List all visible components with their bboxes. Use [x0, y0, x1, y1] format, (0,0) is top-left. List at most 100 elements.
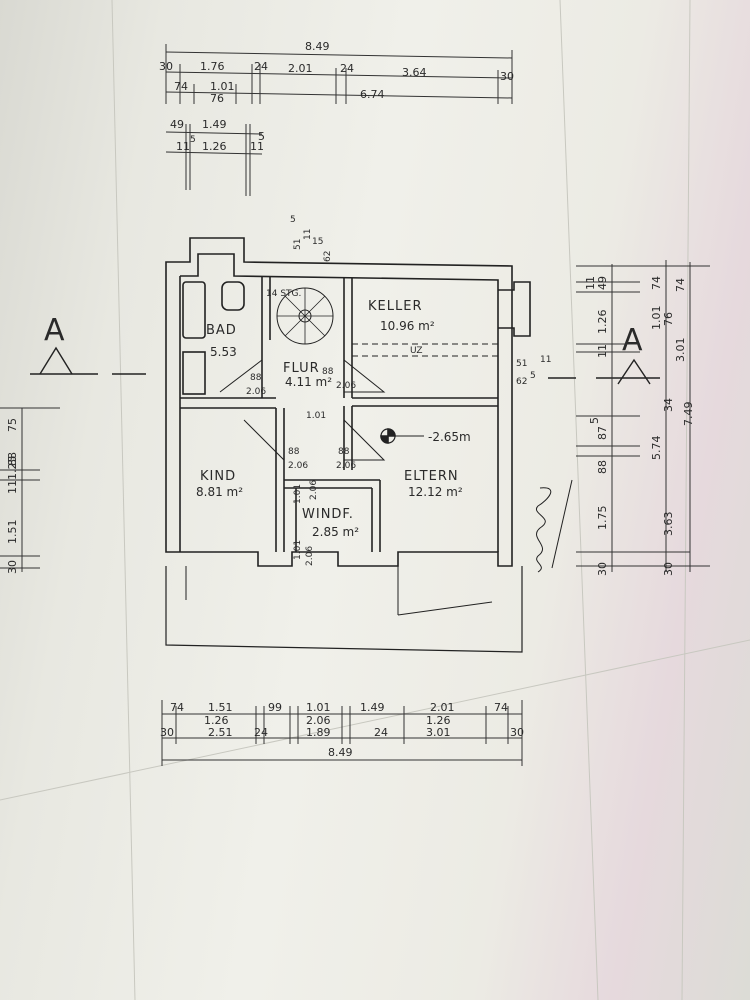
room-flur-area: 4.11 m²: [285, 375, 332, 389]
misc-dim-6: 62: [516, 377, 527, 387]
dim-top-r5-0: 11: [176, 140, 190, 153]
right-dim-7: 5.74: [650, 436, 663, 461]
top-dimension-texts: 8.49 30 1.76 24 2.01 24 3.64 30 74 1.01 …: [159, 40, 514, 153]
dim-top-r2-5: 3.64: [402, 66, 427, 79]
left-dim-4: 1.51: [6, 520, 19, 545]
dim-top-r2-1: 1.76: [200, 60, 225, 73]
dim-top-r5-2: 1.26: [202, 140, 227, 153]
misc-dim-4: 2.06: [305, 546, 315, 566]
dim-bot-r2-0: 1.26: [204, 714, 229, 727]
right-dim-16: 49: [596, 276, 609, 290]
room-kind-name: KIND: [200, 469, 236, 484]
stair-label: 14 STG.: [266, 289, 301, 299]
room-eltern-area: 12.12 m²: [408, 485, 463, 499]
right-dim-2: 74: [674, 278, 687, 292]
dim-bot-r1-0: 74: [170, 701, 184, 714]
door-label-7: 2.06: [336, 461, 356, 471]
section-mark-letters: A A: [44, 313, 643, 358]
room-bad-area: 5.53: [210, 345, 237, 359]
dim-bot-r3-5: 3.01: [426, 726, 451, 739]
dim-bot-r1-5: 2.01: [430, 701, 455, 714]
misc-dim-3: 1.01: [293, 540, 303, 560]
left-dim-2: 1.25: [6, 456, 19, 481]
dim-top-r2-6: 30: [500, 70, 514, 83]
bottom-dimension-texts: 74 1.51 99 1.01 1.49 2.01 74 1.26 2.06 1…: [160, 701, 524, 759]
right-dim-0: 74: [650, 276, 663, 290]
misc-dim-2: 2.06: [309, 480, 319, 500]
door-label-3: 2.06: [336, 381, 356, 391]
dim-bot-r1-3: 1.01: [306, 701, 331, 714]
right-dim-6: 34: [662, 398, 675, 412]
dim-top-r2-0: 30: [159, 60, 173, 73]
section-mark-right: A: [622, 323, 643, 358]
right-dimension-lines: [576, 260, 710, 572]
room-keller-name: KELLER: [368, 299, 422, 314]
dim-top-r5-1: 5: [190, 135, 196, 145]
door-labels: 88 2.06 88 2.06 88 2.06 88 2.06: [246, 367, 356, 471]
stair-dim-2: 11: [303, 229, 313, 240]
dim-top-r2-2: 24: [254, 60, 268, 73]
misc-dim-1: 1.01: [293, 484, 303, 504]
stair-dim-0: 5: [290, 215, 296, 225]
room-kind-area: 8.81 m²: [196, 485, 243, 499]
dim-bot-r1-4: 1.49: [360, 701, 385, 714]
room-windf-area: 2.85 m²: [312, 525, 359, 539]
dim-top-r4-2: 5: [258, 130, 265, 143]
left-dimension-lines: [0, 407, 60, 572]
right-dimension-texts: 74 1.01 74 76 1.26 3.01 34 5.74 87 88 3.…: [584, 276, 695, 576]
left-dim-3: 11: [6, 480, 19, 494]
dim-top-r4-0: 49: [170, 118, 184, 131]
door-label-1: 2.06: [246, 387, 266, 397]
dim-bot-r1-1: 1.51: [208, 701, 233, 714]
left-dim-1: 88: [6, 452, 19, 466]
right-dim-15: 11: [584, 276, 597, 290]
right-dim-5: 3.01: [674, 338, 687, 363]
room-eltern-name: ELTERN: [404, 469, 459, 484]
room-keller-uz: UZ: [410, 346, 423, 356]
misc-dim-8: 5: [530, 371, 536, 381]
left-dimension-texts: 75 88 1.25 11 1.51 30: [6, 418, 19, 574]
stair-dimension-texts: 5 51 11 15 62: [290, 215, 333, 262]
right-dim-10: 3.63: [662, 512, 675, 537]
right-dim-12: 1.75: [596, 506, 609, 531]
right-dim-9: 88: [596, 460, 609, 474]
door-label-5: 2.06: [288, 461, 308, 471]
dim-bot-r3-4: 24: [374, 726, 388, 739]
dim-top-r2-3: 2.01: [288, 62, 313, 75]
walls: [165, 237, 573, 653]
right-dim-11: 7.49: [682, 402, 695, 427]
stair-dim-1: 51: [293, 239, 303, 250]
misc-dimension-texts: 1.01 1.01 2.06 1.01 2.06 51 62 11 5: [293, 355, 551, 566]
dim-top-r3-0: 74: [174, 80, 188, 93]
section-mark-left: A: [44, 313, 65, 348]
section-marks: [30, 346, 660, 385]
dim-bot-r3-0: 30: [160, 726, 174, 739]
dim-bot-r3-6: 30: [510, 726, 524, 739]
room-windf-name: WINDF.: [302, 507, 354, 522]
dim-bot-r1-6: 74: [494, 701, 508, 714]
right-dim-17: 11: [596, 344, 609, 358]
door-label-6: 88: [338, 447, 350, 457]
misc-dim-5: 51: [516, 359, 527, 369]
room-keller-area: 10.96 m²: [380, 319, 435, 333]
top-dimension-lines: [165, 44, 513, 196]
right-dim-14: 30: [662, 562, 675, 576]
door-label-4: 88: [288, 447, 300, 457]
right-dim-1: 1.01: [650, 306, 663, 331]
dim-top-total: 8.49: [305, 40, 330, 53]
left-dim-0: 75: [6, 418, 19, 432]
misc-dim-7: 11: [540, 355, 551, 365]
right-dim-3: 76: [662, 312, 675, 326]
stair-dim-3: 15: [312, 237, 323, 247]
dim-bot-r2-1: 2.06: [306, 714, 331, 727]
room-labels: BAD 5.53 KELLER 10.96 m² UZ FLUR 4.11 m²…: [196, 289, 471, 539]
dim-bot-r1-2: 99: [268, 701, 282, 714]
dim-top-r2-4: 24: [340, 62, 354, 75]
bottom-dimension-lines: [161, 700, 523, 766]
right-dim-8: 87: [596, 426, 609, 440]
dim-bot-r3-3: 1.89: [306, 726, 331, 739]
dim-bot-r2-2: 1.26: [426, 714, 451, 727]
dim-top-r3-3: 6.74: [360, 88, 385, 101]
right-dim-13: 30: [596, 562, 609, 576]
